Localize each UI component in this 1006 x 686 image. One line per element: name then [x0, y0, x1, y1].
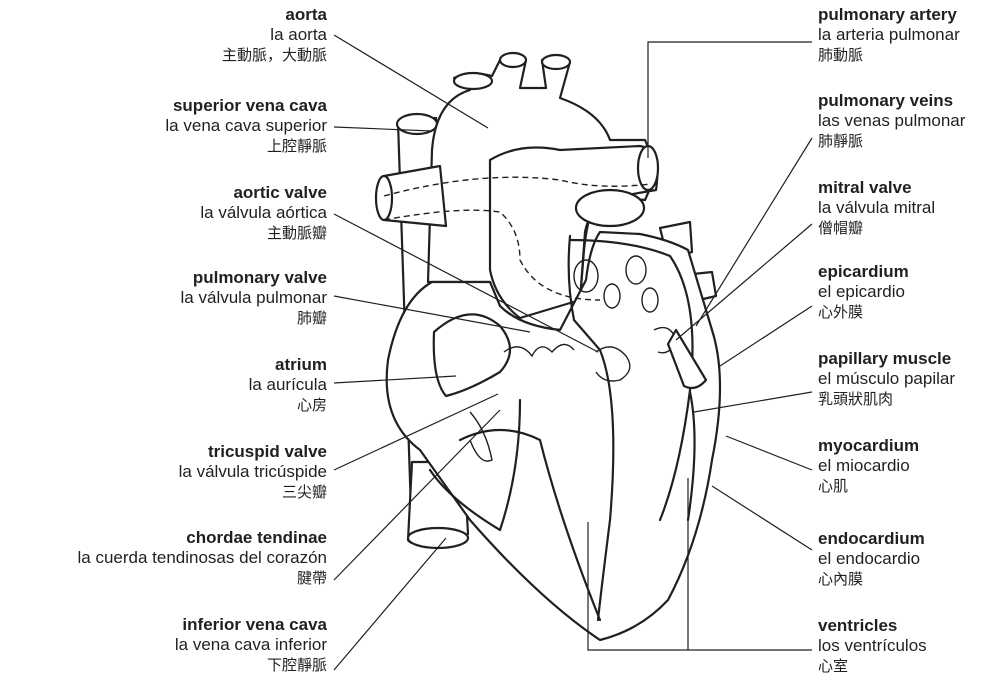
label-aortic-valve: aortic valve la válvula aórtica 主動脈瓣: [200, 183, 327, 243]
leader-pulmonary-veins: [696, 138, 812, 326]
label-atrium: atrium la aurícula 心房: [249, 355, 327, 415]
leader-epicardium: [720, 306, 812, 366]
aorta-en: aorta: [222, 5, 327, 25]
inferior-vena-cava-es: la vena cava inferior: [175, 635, 327, 655]
chordae-tendinae-zh: 腱帶: [78, 568, 328, 588]
myocardium-zh: 心肌: [818, 476, 919, 496]
leader-pulmonary-artery: [648, 42, 812, 158]
label-inferior-vena-cava: inferior vena cava la vena cava inferior…: [175, 615, 327, 675]
inferior-vena-cava-en: inferior vena cava: [175, 615, 327, 635]
label-ventricles: ventricles los ventrículos 心室: [818, 616, 927, 676]
leader-inferior-vena-cava: [334, 538, 446, 670]
ventricles-es: los ventrículos: [818, 636, 927, 656]
endocardium-es: el endocardio: [818, 549, 925, 569]
inferior-vena-cava-zh: 下腔靜脈: [175, 655, 327, 675]
pulmonary-valve-en: pulmonary valve: [181, 268, 327, 288]
endocardium-zh: 心內膜: [818, 569, 925, 589]
endocardium-en: endocardium: [818, 529, 925, 549]
pulmonary-veins-en: pulmonary veins: [818, 91, 965, 111]
atrium-zh: 心房: [249, 395, 327, 415]
label-pulmonary-artery: pulmonary artery la arteria pulmonar 肺動脈: [818, 5, 960, 65]
aortic-valve-en: aortic valve: [200, 183, 327, 203]
tricuspid-valve-en: tricuspid valve: [179, 442, 327, 462]
chordae-tendinae-es: la cuerda tendinosas del corazón: [78, 548, 328, 568]
pulmonary-valve-es: la válvula pulmonar: [181, 288, 327, 308]
chordae-tendinae-en: chordae tendinae: [78, 528, 328, 548]
myocardium-es: el miocardio: [818, 456, 919, 476]
atrium-en: atrium: [249, 355, 327, 375]
aortic-valve-zh: 主動脈瓣: [200, 223, 327, 243]
aortic-valve-es: la válvula aórtica: [200, 203, 327, 223]
label-superior-vena-cava: superior vena cava la vena cava superior…: [165, 96, 327, 156]
superior-vena-cava-es: la vena cava superior: [165, 116, 327, 136]
label-aorta: aorta la aorta 主動脈，大動脈: [222, 5, 327, 65]
atrium-es: la aurícula: [249, 375, 327, 395]
label-mitral-valve: mitral valve la válvula mitral 僧帽瓣: [818, 178, 935, 238]
ventricles-zh: 心室: [818, 656, 927, 676]
mitral-valve-es: la válvula mitral: [818, 198, 935, 218]
aorta-zh: 主動脈，大動脈: [222, 45, 327, 65]
leader-endocardium: [712, 486, 812, 550]
epicardium-zh: 心外膜: [818, 302, 909, 322]
pulmonary-valve-zh: 肺瓣: [181, 308, 327, 328]
label-pulmonary-valve: pulmonary valve la válvula pulmonar 肺瓣: [181, 268, 327, 328]
epicardium-en: epicardium: [818, 262, 909, 282]
pulmonary-artery-zh: 肺動脈: [818, 45, 960, 65]
mitral-valve-zh: 僧帽瓣: [818, 218, 935, 238]
label-epicardium: epicardium el epicardio 心外膜: [818, 262, 909, 322]
myocardium-en: myocardium: [818, 436, 919, 456]
papillary-muscle-en: papillary muscle: [818, 349, 955, 369]
leader-myocardium: [726, 436, 812, 470]
label-endocardium: endocardium el endocardio 心內膜: [818, 529, 925, 589]
label-myocardium: myocardium el miocardio 心肌: [818, 436, 919, 496]
label-tricuspid-valve: tricuspid valve la válvula tricúspide 三尖…: [179, 442, 327, 502]
pulmonary-artery-en: pulmonary artery: [818, 5, 960, 25]
label-papillary-muscle: papillary muscle el músculo papilar 乳頭狀肌…: [818, 349, 955, 409]
label-pulmonary-veins: pulmonary veins las venas pulmonar 肺靜脈: [818, 91, 965, 151]
pulmonary-veins-zh: 肺靜脈: [818, 131, 965, 151]
label-chordae-tendinae: chordae tendinae la cuerda tendinosas de…: [78, 528, 328, 588]
epicardium-es: el epicardio: [818, 282, 909, 302]
papillary-muscle-zh: 乳頭狀肌肉: [818, 389, 955, 409]
tricuspid-valve-es: la válvula tricúspide: [179, 462, 327, 482]
papillary-muscle-es: el músculo papilar: [818, 369, 955, 389]
mitral-valve-en: mitral valve: [818, 178, 935, 198]
superior-vena-cava-zh: 上腔靜脈: [165, 136, 327, 156]
ventricles-en: ventricles: [818, 616, 927, 636]
pulmonary-veins-es: las venas pulmonar: [818, 111, 965, 131]
aorta-es: la aorta: [222, 25, 327, 45]
pulmonary-artery-es: la arteria pulmonar: [818, 25, 960, 45]
tricuspid-valve-zh: 三尖瓣: [179, 482, 327, 502]
superior-vena-cava-en: superior vena cava: [165, 96, 327, 116]
